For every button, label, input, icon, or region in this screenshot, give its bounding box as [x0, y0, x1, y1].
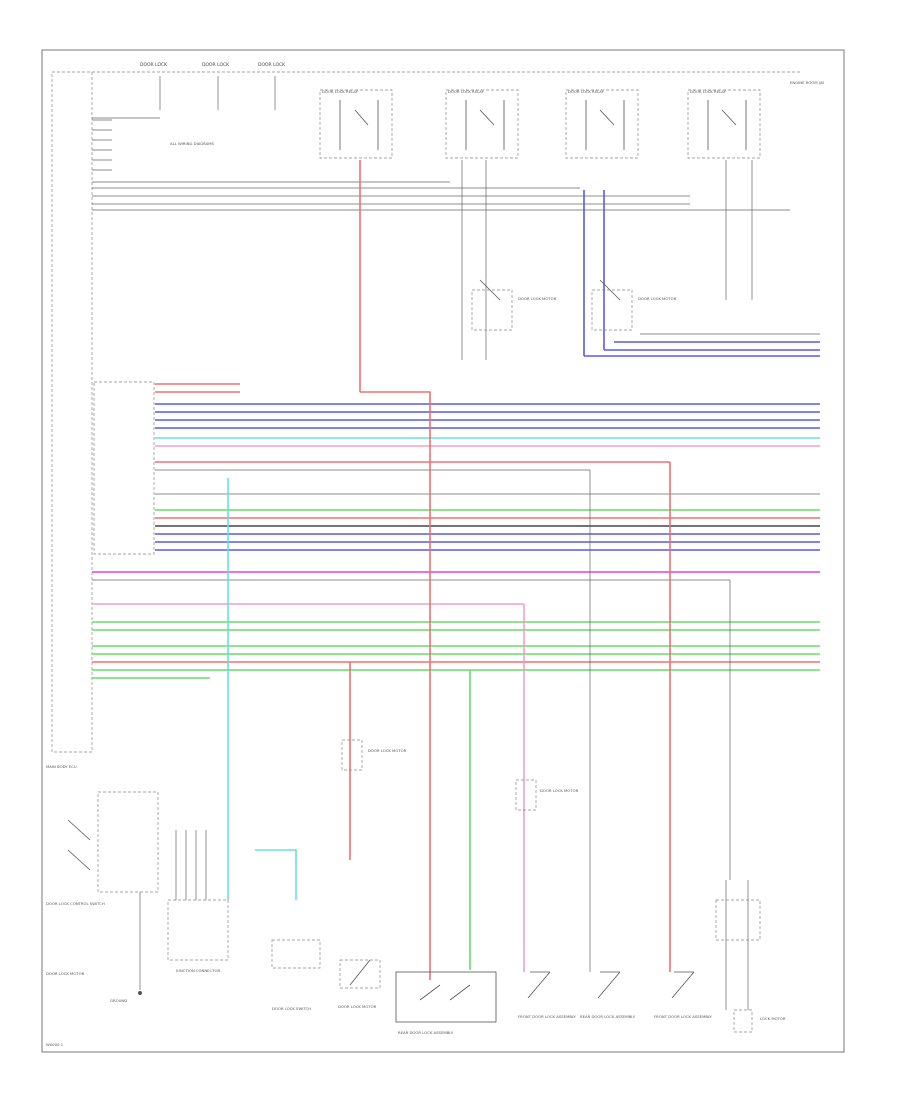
bottom-switch — [271, 939, 321, 969]
relay-2 — [445, 89, 519, 159]
left-bottom-label-3: GROUND — [110, 998, 127, 1003]
bottom-comp-8: LOCK MOTOR — [760, 1016, 786, 1021]
bottom-comp-2: DOOR LOCK SWITCH — [272, 1006, 311, 1011]
footer-code: W0000-1 — [46, 1042, 64, 1047]
left-motor-label: DOOR LOCK MOTOR — [368, 748, 407, 753]
relay-2-label: DOOR LOCK RELAY — [448, 89, 485, 94]
rear-door-lock-assembly — [395, 971, 497, 1023]
left-module-label: MAIN BODY ECU — [46, 764, 77, 769]
ground-point-left — [138, 991, 142, 995]
relay-4 — [687, 89, 761, 159]
red-route-relay1 — [360, 391, 431, 980]
relay-3 — [565, 89, 639, 159]
top-left-label-1: DOOR LOCK — [140, 62, 168, 68]
bottom-comp-5: FRONT DOOR LOCK ASSEMBLY — [518, 1014, 577, 1019]
bottom-comp-3: DOOR LOCK MOTOR — [338, 1004, 377, 1009]
bottom-left-switch — [67, 791, 159, 990]
top-left-label-3: DOOR LOCK — [258, 62, 286, 68]
junction-connector — [167, 830, 229, 961]
mid-motor-1-label: DOOR LOCK MOTOR — [518, 296, 557, 301]
pink-motor-box — [515, 779, 537, 811]
system-note-1: ALL WIRING DIAGRAMS — [170, 141, 215, 146]
cyan-jumper — [255, 849, 297, 900]
front-door-lock-1 — [527, 971, 551, 999]
mid-connector-block — [93, 381, 155, 555]
lock-motor-right — [715, 880, 761, 1033]
fuse-group-top — [92, 76, 276, 119]
pink-motor-label: DOOR LOCK MOTOR — [540, 788, 579, 793]
relay-1 — [319, 89, 393, 159]
top-left-label-2: DOOR LOCK — [202, 62, 230, 68]
top-gray-bus — [92, 181, 790, 211]
bottom-comp-1: JUNCTION CONNECTOR — [175, 968, 221, 973]
diagram-frame — [41, 49, 845, 1053]
right-top-label: ENGINE ROOM J/B — [790, 80, 824, 85]
bottom-motor-left — [339, 959, 381, 989]
left-bottom-label-1: DOOR LOCK CONTROL SWITCH — [46, 901, 105, 906]
bottom-comp-4: REAR DOOR LOCK ASSEMBLY — [398, 1030, 454, 1035]
bottom-comp-7: FRONT DOOR LOCK ASSEMBLY — [654, 1014, 713, 1019]
front-door-lock-2 — [671, 971, 695, 999]
left-module-dashed-border — [51, 71, 93, 753]
rear-door-lock-2 — [597, 971, 621, 999]
bottom-comp-6: REAR DOOR LOCK ASSEMBLY — [580, 1014, 636, 1019]
relay-3-label: DOOR LOCK RELAY — [568, 89, 605, 94]
mid-motor-2-label: DOOR LOCK MOTOR — [638, 296, 677, 301]
relay-1-label: DOOR LOCK RELAY — [322, 89, 359, 94]
mid-motor-2 — [591, 279, 633, 331]
left-pin-ticks — [92, 119, 112, 171]
relay-4-label: DOOR LOCK RELAY — [690, 89, 727, 94]
left-bottom-label-2: DOOR LOCK MOTOR — [46, 971, 85, 976]
main-color-bus — [92, 383, 820, 679]
left-motor-box — [341, 739, 363, 771]
mid-motor-1 — [471, 279, 513, 331]
